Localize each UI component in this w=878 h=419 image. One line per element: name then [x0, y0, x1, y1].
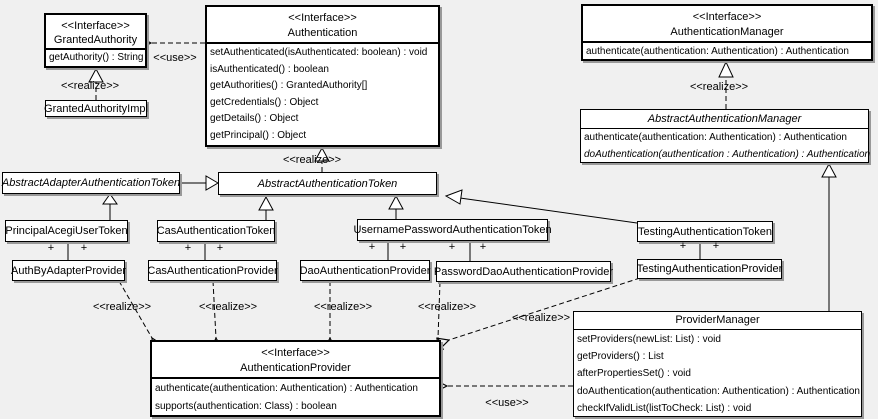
class-name-label: AbstractAuthenticationManager — [647, 113, 802, 125]
realize-label: <<realize>> — [92, 301, 152, 313]
class-title: <<Interface>> AuthenticationManager — [583, 6, 871, 41]
generalization-triangle-abstracttoken-cas — [258, 195, 274, 211]
class-name-label: AbstractAdapterAuthenticationToken — [1, 177, 181, 189]
association-end-label: + — [80, 242, 88, 254]
class-name-label: GrantedAuthority — [53, 34, 138, 46]
class-name-label: TestingAuthenticationProvider — [636, 263, 783, 275]
method-label: isAuthenticated() : boolean — [210, 63, 329, 75]
association-end-label: + — [399, 241, 407, 253]
realize-arrow-testingauthenticationprovider — [449, 277, 641, 340]
class-dao-authentication-provider: DaoAuthenticationProvider — [300, 260, 430, 281]
class-name-label: GrantedAuthorityImpl — [44, 102, 148, 115]
method-label: authenticate(authentication: Authenticat… — [584, 132, 847, 143]
method-label: getProviders() : List — [577, 351, 664, 363]
association-end-label: + — [47, 242, 55, 254]
class-principal-acegi-user-token: PrincipalAcegiUserToken — [5, 220, 128, 242]
class-granted-authority-impl: GrantedAuthorityImpl — [44, 100, 148, 117]
method-label: getAuthorities() : GrantedAuthority[] — [210, 80, 368, 92]
class-title: <<Interface>> AuthenticationProvider — [152, 342, 439, 377]
class-name-label: Authentication — [287, 27, 358, 39]
class-authentication-provider: <<Interface>> AuthenticationProvider aut… — [150, 340, 441, 417]
class-username-password-authentication-token: UsernamePasswordAuthenticationToken — [353, 219, 552, 241]
association-end-label: + — [679, 240, 687, 252]
method-label: getAuthority() : String — [49, 52, 144, 63]
association-end-label: + — [479, 241, 487, 253]
generalization-triangle-abstractadapter — [102, 193, 118, 205]
method-label: authenticate(authentication: Authenticat… — [586, 46, 849, 57]
class-abstract-adapter-authentication-token: AbstractAdapterAuthenticationToken — [2, 172, 180, 194]
generalization-triangle-abstracttoken-testing — [444, 189, 463, 205]
class-abstract-authentication-manager: AbstractAuthenticationManager authentica… — [580, 109, 871, 163]
realize-arrow-authbyadapterprovider — [118, 280, 152, 338]
method-label: getPrincipal() : Object — [210, 129, 307, 141]
generalization-testingauthenticationtoken — [459, 197, 638, 224]
realize-triangle-grantedauthority — [88, 67, 104, 83]
realize-triangle-authentication — [314, 146, 330, 162]
class-name-label: UsernamePasswordAuthenticationToken — [353, 224, 552, 236]
association-end-label: + — [712, 240, 720, 252]
realize-label: <<realize>> — [313, 301, 373, 313]
use-label: <<use>> — [485, 397, 529, 409]
method-label: authenticate(authentication: Authenticat… — [155, 383, 418, 394]
class-title: <<Interface>> GrantedAuthority — [46, 15, 145, 48]
association-end-label: + — [368, 241, 376, 253]
realize-label: <<realize>> — [689, 81, 749, 93]
class-testing-authentication-provider: TestingAuthenticationProvider — [637, 259, 782, 279]
method-label: getDetails() : Object — [210, 113, 299, 125]
class-name-label: CasAuthenticationProvider — [147, 264, 278, 277]
realize-arrow-casauthenticationprovider — [213, 280, 216, 338]
generalization-triangle-abstractauthenticationmanager — [821, 162, 837, 178]
generalization-triangle-abstracttoken-up — [388, 194, 404, 210]
class-provider-manager: ProviderManager setProviders(newList: Li… — [573, 311, 862, 417]
method-label: getCredentials() : Object — [210, 96, 319, 108]
class-name-label: ProviderManager — [675, 314, 760, 326]
association-end-label: + — [184, 242, 192, 254]
class-testing-authentication-token: TestingAuthenticationToken — [637, 221, 773, 242]
class-authentication: <<Interface>> Authentication setAuthenti… — [205, 5, 440, 147]
stereotype-label: <<Interface>> — [288, 12, 357, 24]
realize-label: <<realize>> — [60, 80, 120, 92]
use-label: <<use>> — [153, 52, 197, 64]
class-name-label: PasswordDaoAuthenticationProvider — [433, 265, 614, 278]
class-name-label: AuthByAdapterProvider — [11, 264, 126, 277]
class-authentication-manager: <<Interface>> AuthenticationManager auth… — [581, 4, 873, 61]
stereotype-label: <<Interface>> — [61, 20, 130, 32]
class-cas-authentication-token: CasAuthenticationToken — [157, 220, 275, 242]
class-title: AbstractAuthenticationManager — [581, 110, 868, 128]
method-label: afterPropertiesSet() : void — [577, 368, 691, 380]
association-end-label: + — [216, 242, 224, 254]
class-name-label: DaoAuthenticationProvider — [299, 264, 431, 277]
method-label: supports(authentication: Class) : boolea… — [155, 400, 337, 412]
generalization-triangle-abstracttoken — [205, 175, 219, 191]
class-name-label: CasAuthenticationToken — [156, 225, 276, 237]
method-label: setProviders(newList: List) : void — [577, 334, 721, 345]
stereotype-label: <<Interface>> — [692, 11, 762, 23]
class-name-label: TestingAuthenticationToken — [638, 225, 772, 238]
method-label: doAuthentication(authentication: Authent… — [577, 385, 860, 397]
class-name-label: AuthenticationProvider — [240, 362, 351, 374]
class-cas-authentication-provider: CasAuthenticationProvider — [147, 260, 278, 281]
class-title: ProviderManager — [574, 312, 861, 329]
realize-label: <<realize>> — [198, 301, 258, 313]
realize-triangle-authenticationmanager — [718, 60, 734, 78]
stereotype-label: <<Interface>> — [261, 347, 330, 359]
class-granted-authority: <<Interface>> GrantedAuthority getAuthor… — [44, 13, 147, 68]
class-name-label: AbstractAuthenticationToken — [257, 177, 398, 190]
class-name-label: AuthenticationManager — [670, 26, 784, 38]
class-auth-by-adapter-provider: AuthByAdapterProvider — [11, 260, 126, 281]
realize-label: <<realize>> — [417, 301, 477, 313]
method-label: doAuthentication(authentication : Authen… — [584, 148, 871, 160]
realize-label: <<realize>> — [282, 154, 342, 166]
class-title: <<Interface>> Authentication — [207, 7, 438, 42]
class-password-dao-authentication-provider: PasswordDaoAuthenticationProvider — [433, 261, 614, 282]
realize-label: <<realize>> — [511, 312, 571, 324]
class-abstract-authentication-token: AbstractAuthenticationToken — [218, 172, 437, 195]
association-end-label: + — [448, 241, 456, 253]
method-label: checkIfValidList(listToCheck: List) : vo… — [577, 402, 752, 414]
class-name-label: PrincipalAcegiUserToken — [5, 225, 128, 237]
realize-arrow-passworddaoauthenticationprovider — [438, 281, 440, 338]
method-label: setAuthenticated(isAuthenticated: boolea… — [210, 47, 428, 58]
